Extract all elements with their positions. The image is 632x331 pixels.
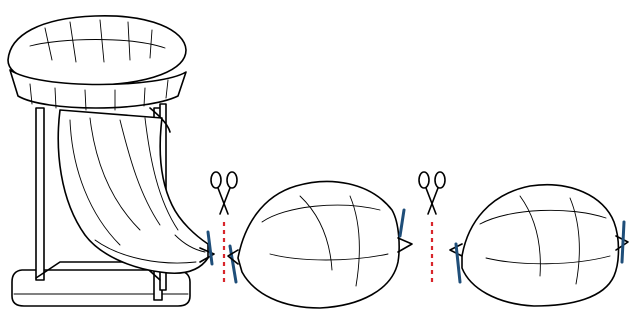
scissors-icon [211, 172, 237, 214]
twist-tie-icon [622, 222, 624, 262]
bag-segment-2 [450, 185, 628, 306]
twist-tie-icon [400, 210, 404, 236]
scissors-icon [419, 172, 445, 214]
twist-tie-icon [208, 232, 236, 282]
twist-tie-icon [456, 244, 460, 282]
bag-segment-1 [228, 181, 412, 308]
mesh-bag-icon [58, 110, 214, 273]
